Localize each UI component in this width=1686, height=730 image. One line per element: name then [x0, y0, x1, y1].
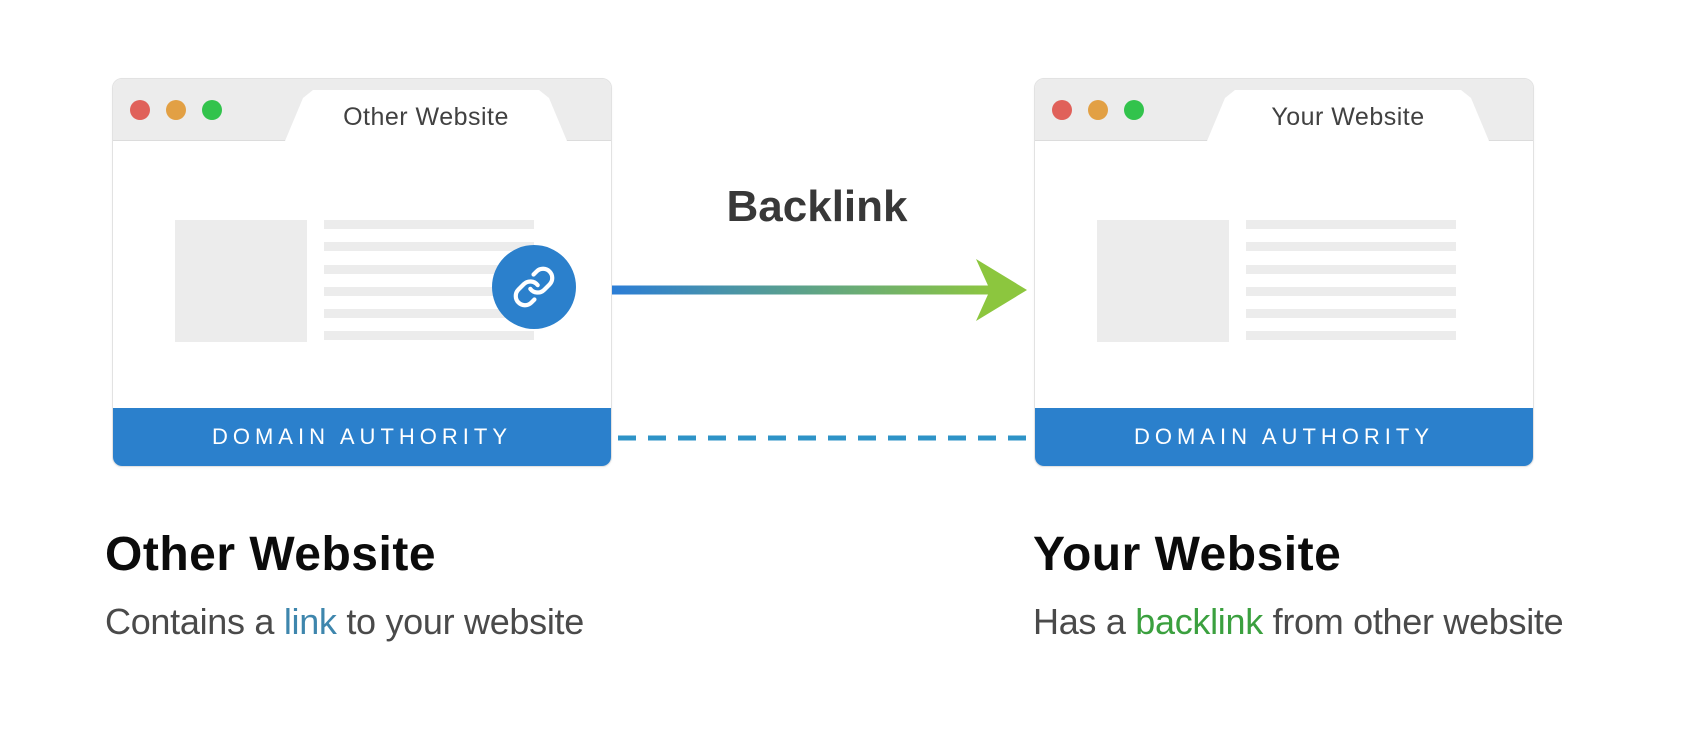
tab-title: Other Website	[343, 103, 509, 131]
image-placeholder	[1097, 220, 1229, 342]
maximize-dot-icon	[1124, 100, 1144, 120]
text-line	[324, 242, 534, 252]
caption-text: from other website	[1262, 601, 1564, 642]
image-placeholder	[175, 220, 307, 342]
traffic-lights	[1052, 100, 1144, 120]
text-line	[1246, 331, 1456, 341]
domain-authority-label: DOMAIN AUTHORITY	[211, 424, 512, 449]
traffic-lights	[130, 100, 222, 120]
domain-authority-bar-other: DOMAIN AUTHORITY	[113, 408, 611, 466]
caption-text: Contains a	[105, 601, 284, 642]
text-line	[324, 309, 534, 319]
chain-link-icon	[513, 266, 555, 308]
text-line	[324, 264, 534, 274]
backlink-arrow	[612, 259, 1027, 321]
close-dot-icon	[1052, 100, 1072, 120]
text-placeholder-lines	[324, 220, 534, 341]
text-line	[324, 331, 534, 341]
caption-body: Contains a link to your website	[105, 604, 584, 640]
backlink-keyword: backlink	[1135, 601, 1263, 642]
browser-tab-other-website: Other Website	[285, 90, 567, 141]
browser-window-other-website: Other Website DOMAIN AUTHORITY	[112, 78, 612, 467]
maximize-dot-icon	[202, 100, 222, 120]
caption-text: to your website	[336, 601, 584, 642]
arrowhead-icon	[976, 259, 1027, 321]
text-line	[1246, 309, 1456, 319]
close-dot-icon	[130, 100, 150, 120]
tab-title: Your Website	[1271, 103, 1425, 131]
minimize-dot-icon	[166, 100, 186, 120]
caption-title: Other Website	[105, 528, 437, 581]
browser-tab-your-website: Your Website	[1207, 90, 1489, 141]
caption-body: Has a backlink from other website	[1033, 601, 1564, 642]
minimize-dot-icon	[1088, 100, 1108, 120]
link-badge	[492, 245, 576, 329]
caption-title: Your Website	[1033, 528, 1342, 581]
window-header: Other Website	[113, 79, 611, 141]
text-line	[1246, 286, 1456, 296]
text-placeholder-lines	[1246, 220, 1456, 341]
caption-text: Has a	[1033, 601, 1136, 642]
text-line	[324, 220, 534, 229]
backlink-label: Backlink	[726, 182, 908, 231]
text-line	[1246, 264, 1456, 274]
text-line	[1246, 242, 1456, 252]
domain-authority-label: DOMAIN AUTHORITY	[1133, 424, 1434, 449]
domain-authority-dashed-line	[618, 435, 1034, 441]
text-line	[324, 286, 534, 296]
window-header: Your Website	[1035, 79, 1533, 141]
link-keyword: link	[283, 601, 337, 642]
text-line	[1246, 220, 1456, 229]
browser-window-your-website: Your Website DOMAIN AUTHORITY	[1034, 78, 1534, 467]
domain-authority-bar-your: DOMAIN AUTHORITY	[1035, 408, 1533, 466]
